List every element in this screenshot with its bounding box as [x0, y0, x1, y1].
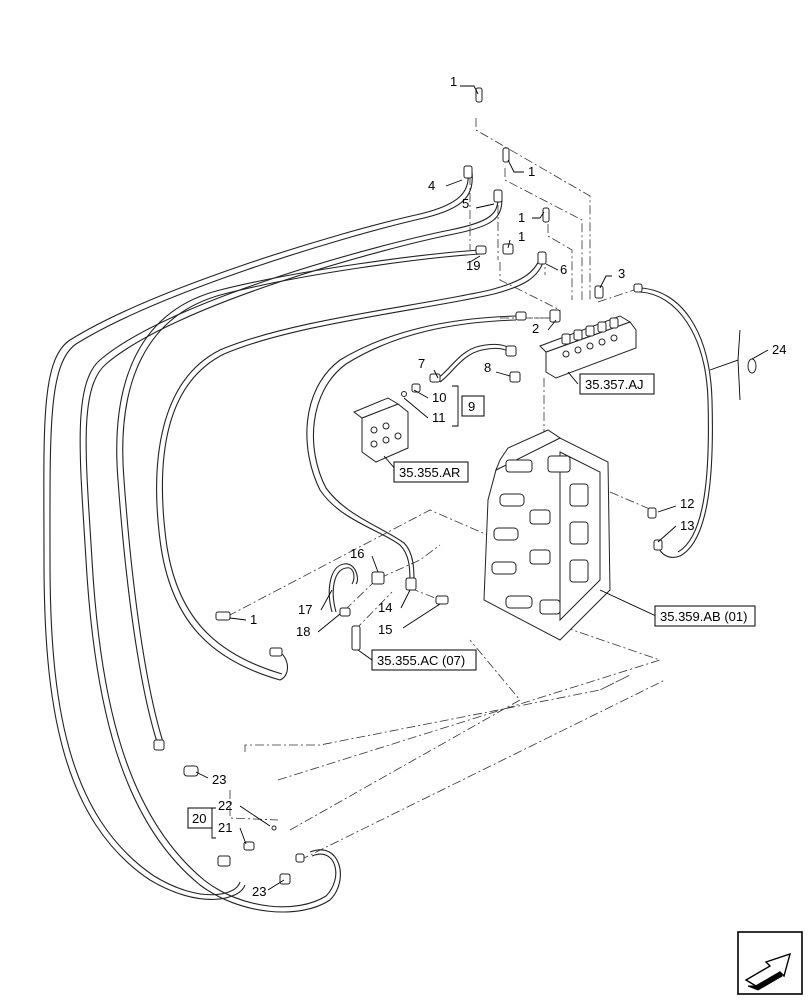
callout-22: 22: [218, 798, 232, 813]
callout-labels: 1 1 1 1 1 2 3 4 5 6 7 8 10 11 12 13 14 1…: [212, 74, 786, 899]
callout-1d: 1: [518, 229, 525, 244]
callout-1e: 1: [250, 612, 257, 627]
fitting-16: [371, 571, 385, 585]
hose-end-5-lower: [295, 853, 305, 863]
kit-box-20: [187, 807, 213, 829]
kit-label-20: 20: [192, 811, 206, 826]
fittings: [153, 87, 663, 885]
ref-box-35-355-ar: [393, 461, 469, 483]
manifold-block-35-357-aj: [539, 315, 637, 379]
hose-end-7: [429, 373, 441, 383]
hose-end-19: [475, 245, 487, 255]
callout-8: 8: [484, 360, 491, 375]
hose-end-2: [515, 311, 527, 321]
seal-22: [271, 825, 277, 831]
fitting-1e: [215, 611, 231, 621]
callout-13: 13: [680, 518, 694, 533]
ref-box-35-355-ac: [371, 649, 477, 671]
kit-box-9: [461, 395, 485, 417]
reference-boxes: 35.357.AJ 35.355.AR 35.359.AB (01) 35.35…: [371, 373, 756, 671]
callout-15: 15: [378, 622, 392, 637]
fitting-7-elbow: [505, 345, 517, 357]
control-valve-35-359-ab: [483, 429, 611, 641]
arrow-direction-icon[interactable]: [737, 931, 803, 995]
callout-24: 24: [772, 342, 786, 357]
fitting-15: [435, 595, 449, 605]
callout-17: 17: [298, 602, 312, 617]
callout-21: 21: [218, 820, 232, 835]
callout-16: 16: [350, 546, 364, 561]
fitting-2: [549, 309, 561, 323]
fitting-8: [509, 371, 521, 383]
hose-end-4: [463, 165, 473, 179]
fitting-14: [405, 577, 417, 591]
callout-5: 5: [462, 196, 469, 211]
callout-7: 7: [418, 356, 425, 371]
callout-10: 10: [432, 390, 446, 405]
callout-23a: 23: [212, 772, 226, 787]
ref-box-35-357-aj: [579, 373, 655, 395]
fitting-23a: [183, 765, 199, 777]
hose-end-13-bottom: [653, 539, 663, 551]
callout-3: 3: [618, 266, 625, 281]
hose-end-6: [537, 251, 547, 265]
callout-14: 14: [378, 600, 392, 615]
hose-end-5: [493, 189, 503, 203]
fitting-1a: [475, 87, 483, 103]
callout-19: 19: [466, 258, 480, 273]
tube-355ac: [351, 625, 361, 651]
ref-35-359-ab[interactable]: 35.359.AB (01): [660, 609, 747, 624]
seal-11: [401, 391, 407, 397]
hose-end-13-top: [633, 283, 643, 293]
fitting-1b: [502, 147, 510, 163]
fitting-1d: [502, 243, 514, 255]
leader-lines: [195, 85, 677, 891]
block-35-355-ar: [352, 397, 409, 463]
callout-6: 6: [560, 262, 567, 277]
callout-11: 11: [432, 410, 446, 425]
callout-4: 4: [428, 178, 435, 193]
fitting-18: [339, 607, 351, 617]
fitting-12: [647, 507, 657, 519]
fitting-1c: [542, 207, 550, 223]
ref-35-357-aj[interactable]: 35.357.AJ: [585, 377, 644, 392]
callout-1b: 1: [528, 164, 535, 179]
ref-35-355-ar[interactable]: 35.355.AR: [399, 465, 460, 480]
kit-label-9: 9: [468, 399, 475, 414]
hoses: [43, 171, 713, 913]
fitting-20-elbow: [217, 855, 231, 867]
hose-end-6-lower: [269, 647, 283, 657]
callout-1c: 1: [518, 210, 525, 225]
fitting-23b: [279, 873, 291, 885]
ref-box-35-359-ab: [654, 605, 756, 627]
fitting-3: [594, 285, 604, 299]
callout-23b: 23: [252, 884, 266, 899]
kit-boxes: 9 20: [187, 395, 485, 829]
ref-35-355-ac[interactable]: 35.355.AC (07): [377, 653, 465, 668]
callout-18: 18: [296, 624, 310, 639]
hose-end-19-lower: [153, 739, 165, 751]
fitting-21: [243, 841, 255, 851]
callout-2: 2: [532, 321, 539, 336]
callout-1a: 1: [450, 74, 457, 89]
o-ring-24-detail: [709, 329, 769, 401]
callout-12: 12: [680, 496, 694, 511]
